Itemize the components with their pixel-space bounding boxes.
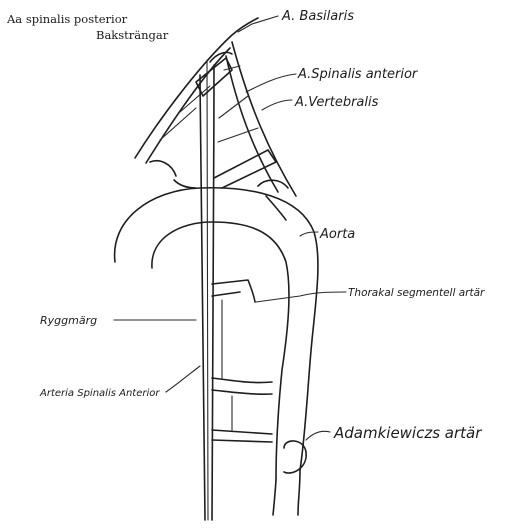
- label-vertebralis: A.Vertebralis: [294, 95, 379, 110]
- label-basilaris: A. Basilaris: [281, 9, 354, 24]
- vertebral-basilar-network: [135, 18, 296, 196]
- label-ryggmarg: Ryggmärg: [40, 314, 97, 327]
- label-adamkiewicz: Adamkiewiczs artär: [333, 424, 482, 442]
- segmental-arteries: [212, 280, 272, 442]
- label-arteria-spinalis-anterior: Arteria Spinalis Anterior: [39, 388, 160, 399]
- label-aorta: Aorta: [319, 227, 355, 242]
- label-spinalis-anterior-top: A.Spinalis anterior: [297, 67, 419, 82]
- aorta: [115, 180, 318, 515]
- handwritten-labels: A. Basilaris A.Spinalis anterior A.Verte…: [39, 9, 485, 442]
- spinal-cord: [200, 60, 214, 520]
- adamkiewicz-loop: [284, 441, 306, 473]
- label-thorakal: Thorakal segmentell artär: [348, 287, 485, 299]
